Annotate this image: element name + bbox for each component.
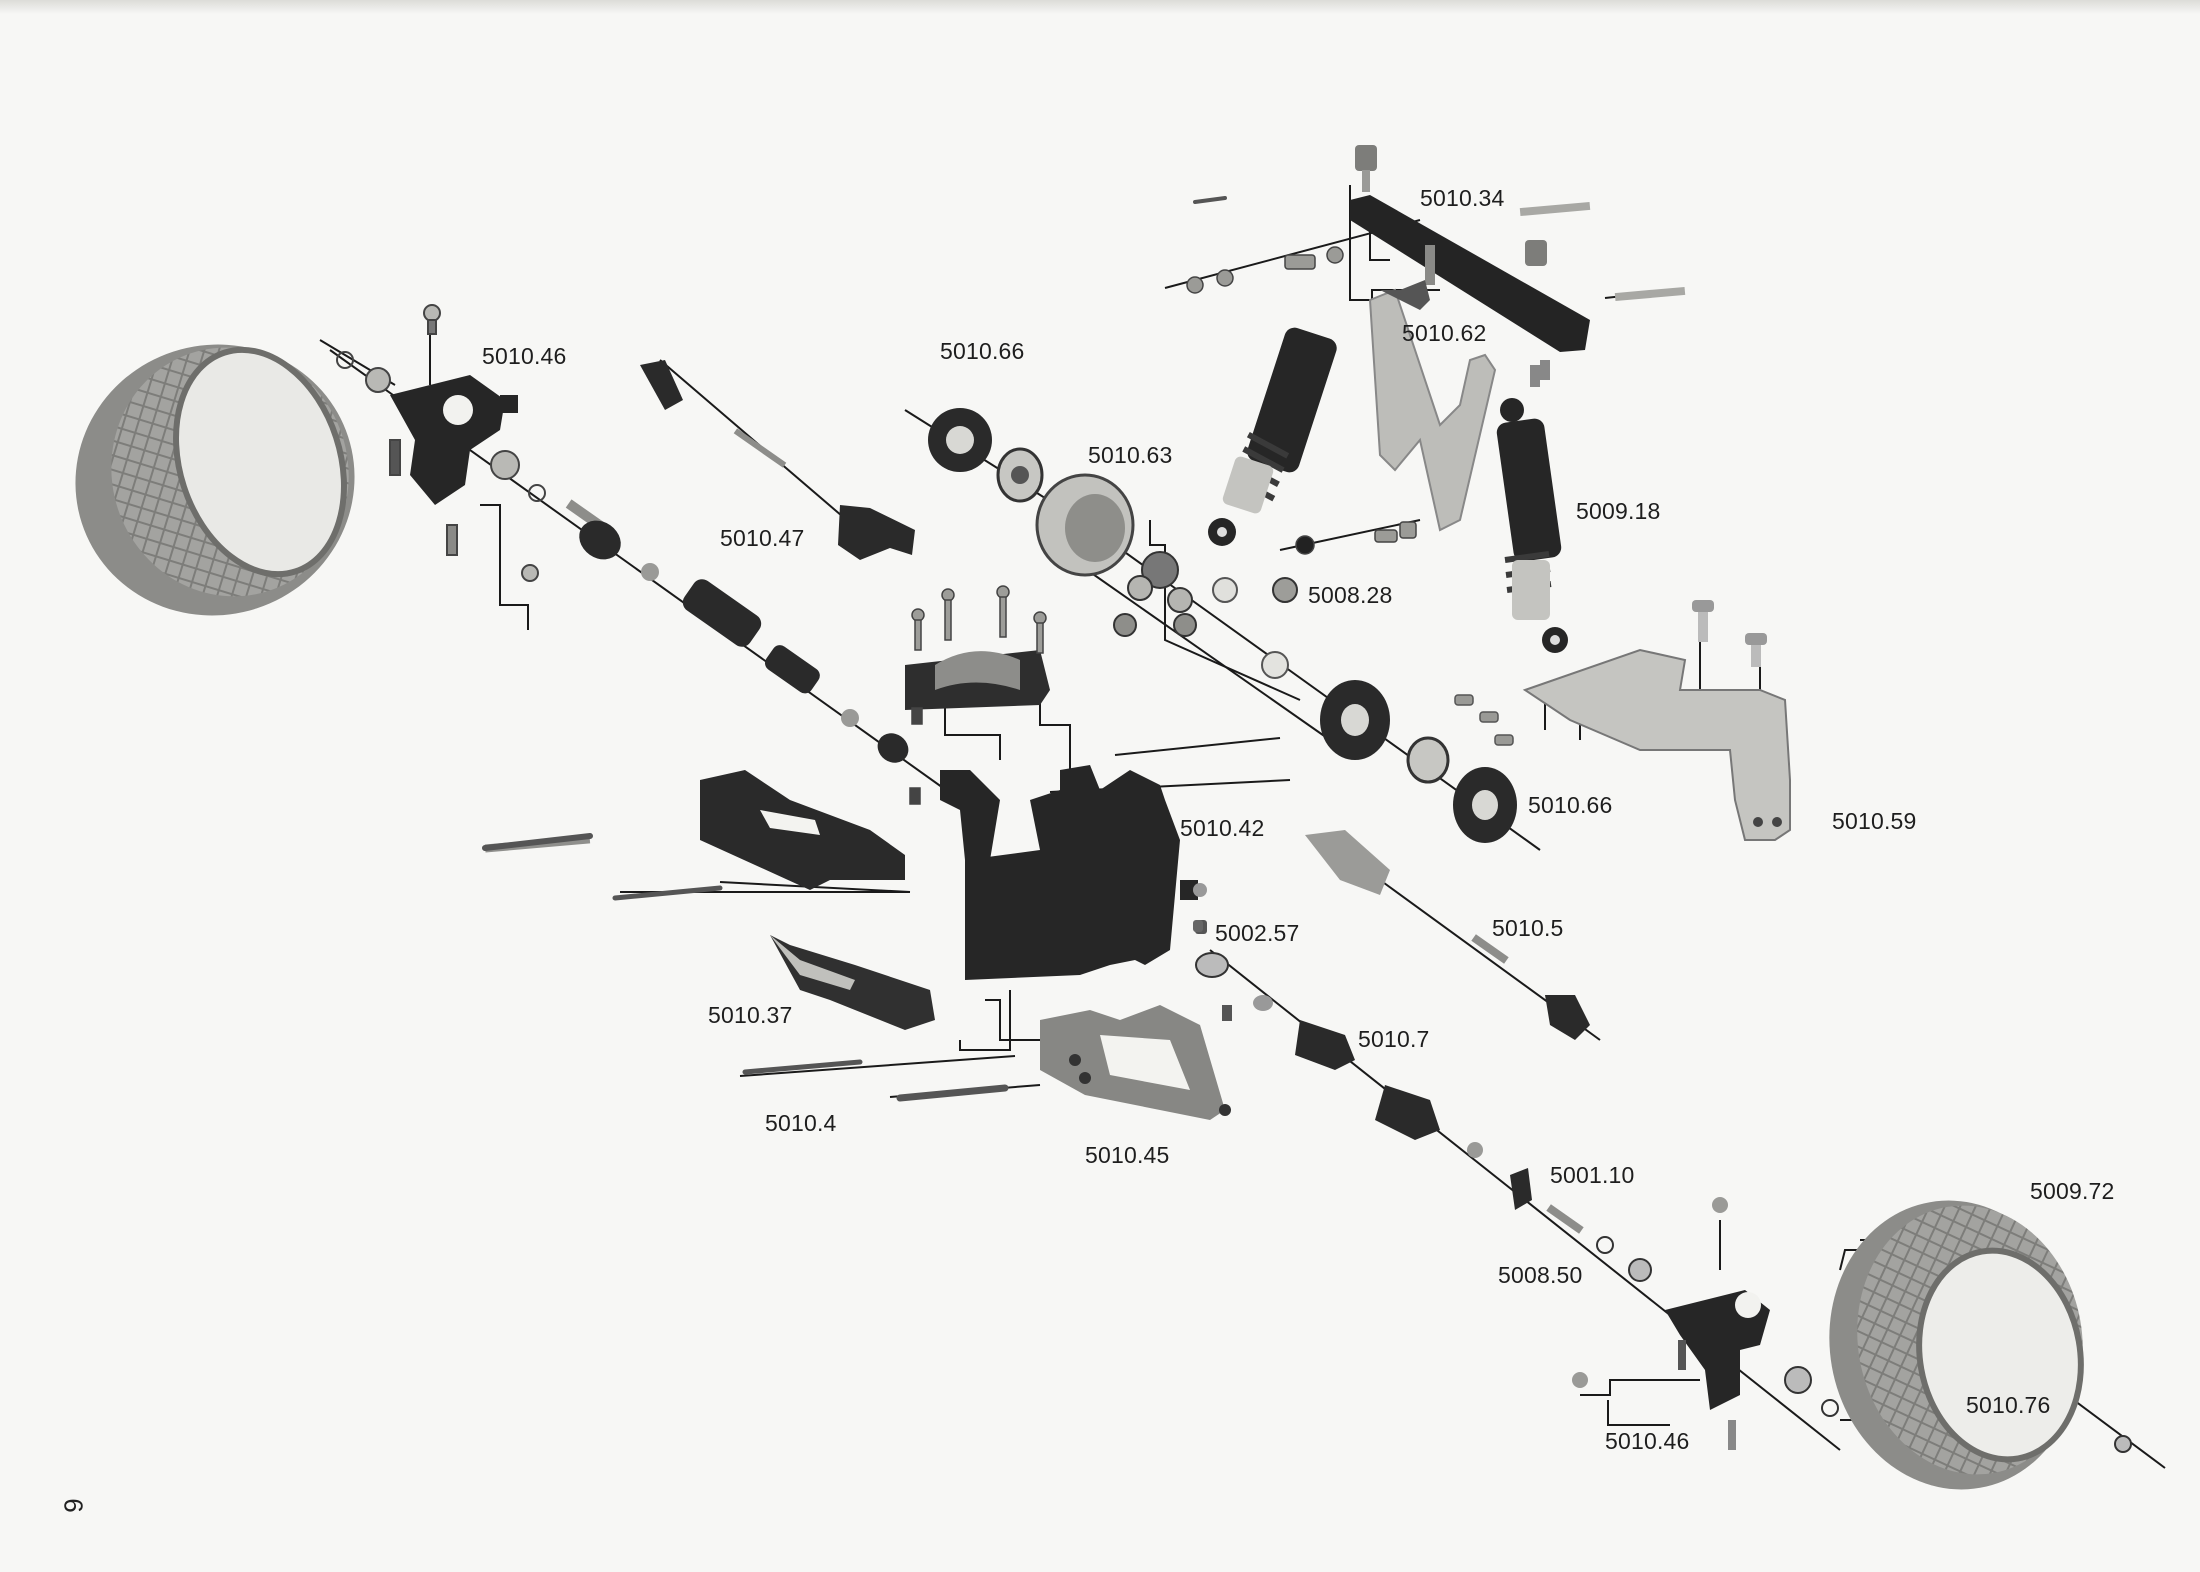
left-hub-parts bbox=[336, 304, 546, 582]
shock-tower-leader-line-2 bbox=[1369, 220, 1390, 261]
part-label-upper-link: 5010.47 bbox=[720, 525, 805, 551]
part-label-side-plate: 5010.37 bbox=[708, 1002, 793, 1028]
diff-outdrive-bottom bbox=[1320, 680, 1517, 843]
part-label-axle: 5008.50 bbox=[1498, 1262, 1583, 1288]
part-label-bushing: 5002.57 bbox=[1215, 920, 1300, 946]
part-label-right-upper-link: 5010.5 bbox=[1492, 915, 1564, 941]
part-label-diff-outdrive-bottom: 5010.66 bbox=[1528, 792, 1613, 818]
right-knuckle-bracket-line bbox=[1607, 1400, 1670, 1426]
part-label-left-knuckle: 5010.46 bbox=[482, 343, 567, 369]
cover-leader-line-1 bbox=[944, 700, 1001, 760]
part-label-tire: 5009.72 bbox=[2030, 1178, 2115, 1204]
left-tire bbox=[75, 344, 355, 616]
right-steering-knuckle bbox=[1572, 1197, 2132, 1453]
part-label-hinge-pin: 5010.4 bbox=[765, 1110, 837, 1136]
page-number: 6 bbox=[58, 1498, 89, 1513]
left-knuckle-bracket-line bbox=[480, 504, 529, 630]
hinge-pins bbox=[482, 196, 1227, 1102]
diff-outdrive-top bbox=[928, 408, 1044, 503]
skid-plate bbox=[1454, 600, 1791, 841]
part-label-cv-joint: 5001.10 bbox=[1550, 1162, 1635, 1188]
right-knuckle-bracket-line-2 bbox=[1580, 1379, 1700, 1396]
gearbox-bulkhead bbox=[940, 765, 1207, 980]
misc-small-parts bbox=[1193, 920, 1652, 1282]
scan-edge-shadow bbox=[0, 0, 2200, 14]
lower-arm-leader-line-2 bbox=[959, 990, 1011, 1051]
bushing-5002-57 bbox=[1193, 920, 1203, 932]
side-plate bbox=[770, 935, 935, 1030]
left-driveshaft-assembly bbox=[565, 499, 909, 763]
part-label-skid-plate: 5010.59 bbox=[1832, 808, 1917, 834]
diff-gear-assembly bbox=[1035, 360, 1298, 679]
part-label-gear-set: 5008.28 bbox=[1308, 582, 1393, 608]
diff-cover bbox=[905, 585, 1050, 805]
left-shock-absorber bbox=[1208, 327, 1337, 546]
cover-leader-line-2 bbox=[1039, 700, 1071, 770]
part-label-lower-arm: 5010.45 bbox=[1085, 1142, 1170, 1168]
right-upper-link bbox=[1305, 830, 1590, 1040]
part-label-gearbox: 5010.42 bbox=[1180, 815, 1265, 841]
front-upper-arm bbox=[484, 770, 905, 890]
right-tire bbox=[1829, 1200, 2084, 1490]
gearbox-leader-line bbox=[1149, 520, 1301, 701]
part-label-shock-tower: 5010.34 bbox=[1420, 185, 1505, 211]
part-label-diff-outdrive-top: 5010.66 bbox=[940, 338, 1025, 364]
lower-suspension-arm bbox=[1040, 1005, 1231, 1120]
part-label-wheel-rim: 5010.76 bbox=[1966, 1392, 2051, 1418]
part-label-right-knuckle: 5010.46 bbox=[1605, 1428, 1690, 1454]
part-label-diff-gear: 5010.63 bbox=[1088, 442, 1173, 468]
shock-tower bbox=[1186, 145, 1686, 555]
gear-leader-line bbox=[1079, 564, 1331, 741]
center-leader-line-1 bbox=[1114, 737, 1281, 756]
pin-leader-line-3 bbox=[739, 1055, 1016, 1077]
part-label-shock-plate: 5010.62 bbox=[1402, 320, 1487, 346]
right-shock-absorber bbox=[1496, 398, 1568, 653]
shock-plate bbox=[1368, 280, 1497, 532]
left-steering-knuckle bbox=[390, 375, 518, 505]
part-label-shock-absorber: 5009.18 bbox=[1576, 498, 1661, 524]
left-upper-link bbox=[640, 360, 915, 560]
part-label-driveshaft: 5010.7 bbox=[1358, 1026, 1430, 1052]
